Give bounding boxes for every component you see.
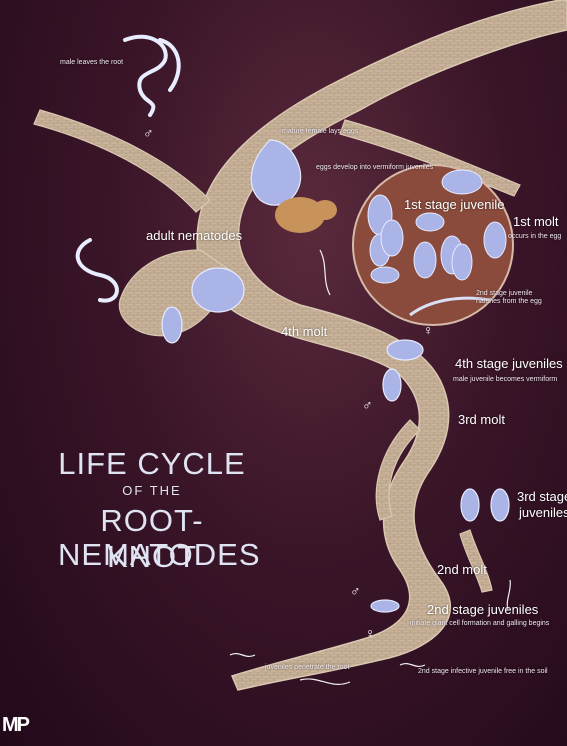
eggs-develop-label: eggs develop into vermiform juveniles (316, 164, 434, 171)
lower-branch (375, 419, 421, 521)
title-line-4: NEMATODES (58, 537, 261, 572)
third-stage-label-a: 3rd stage (517, 489, 567, 504)
egg-mass-circle (352, 164, 514, 326)
second-molt-label: 2nd molt (437, 562, 487, 577)
publisher-logo: MP (2, 714, 30, 736)
second-hatch-label-a: 2nd stage juvenile (476, 290, 533, 297)
female-symbol-2: ♀ (365, 625, 376, 641)
adult-nematodes-label: adult nematodes (146, 228, 243, 243)
male-worms (75, 34, 181, 303)
title-line-1: LIFE CYCLE (58, 446, 246, 481)
soil-juveniles (229, 249, 511, 685)
main-root (196, 0, 567, 691)
female-symbol-circle: ♀ (423, 322, 434, 338)
title-line-3: ROOT-KNOT (100, 503, 204, 574)
fourth-stage-note: male juvenile becomes vermiform (453, 376, 558, 383)
third-stage-label-b: juveniles (519, 505, 567, 520)
penetrate-label: juveniles penetrate the root (265, 664, 350, 671)
infective-label: 2nd stage infective juvenile free in the… (418, 668, 548, 675)
hatching-juvenile (409, 296, 491, 317)
female-lays-label: mature female lays eggs (282, 128, 359, 135)
title-line-2: OF THE (122, 483, 182, 498)
first-molt-note: occurs in the egg (508, 233, 562, 240)
eggs (367, 169, 507, 284)
male-symbol-2: ♂ (362, 397, 373, 413)
first-stage-label: 1st stage juvenile (404, 197, 505, 212)
left-branch (33, 109, 211, 213)
fourth-stage-label: 4th stage juveniles (455, 356, 563, 371)
orange-egg-mass (275, 197, 337, 233)
male-symbol-3: ♂ (350, 583, 361, 599)
male-symbol: ♂ (143, 125, 154, 141)
second-hatch-label-b: hatches from the egg (476, 298, 542, 305)
first-molt-label: 1st molt (513, 214, 559, 229)
females (161, 139, 510, 613)
second-stage-label: 2nd stage juveniles (427, 602, 539, 617)
male-leaves-label: male leaves the root (60, 59, 124, 66)
second-stage-note: initiate giant cell formation and gallin… (410, 620, 550, 627)
third-molt-label: 3rd molt (458, 412, 505, 427)
root-tip (459, 529, 493, 593)
fourth-molt-label: 4th molt (281, 324, 328, 339)
